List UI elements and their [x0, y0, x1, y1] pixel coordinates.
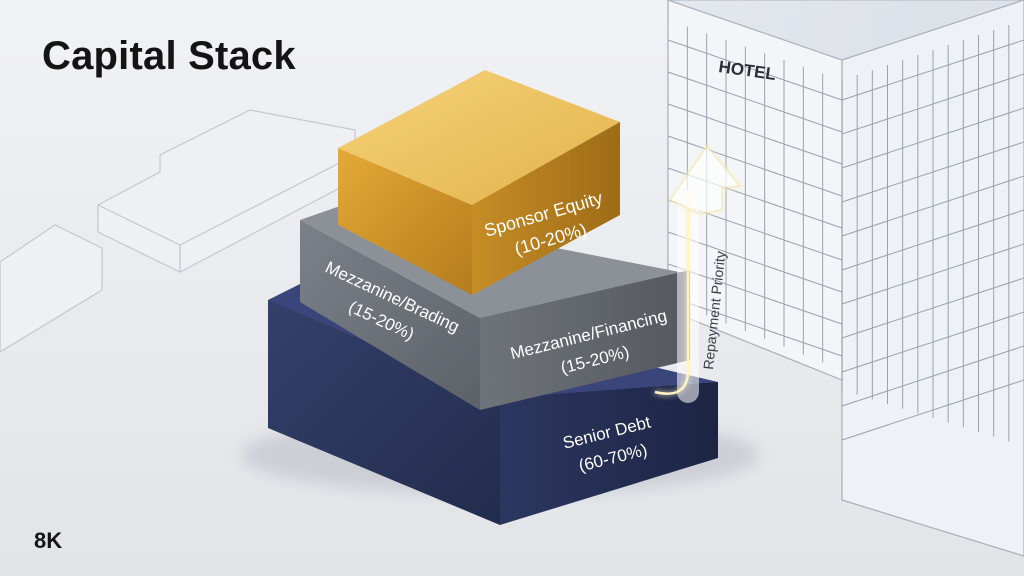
hotel-floor-line	[667, 71, 843, 133]
hotel-floor-line	[841, 141, 1024, 203]
page-title: Capital Stack	[42, 34, 296, 78]
hotel-floor-line	[841, 277, 1024, 339]
block-sponsor-equity	[338, 70, 620, 295]
resolution-badge: 8K	[34, 528, 63, 553]
background-buildings-left	[0, 109, 356, 353]
hotel-floor-line	[667, 39, 843, 101]
hotel-floor-line	[841, 73, 1024, 135]
hotel-floor-line	[841, 107, 1024, 169]
hotel-building	[667, 0, 1024, 557]
hotel-window-grid	[667, 25, 1024, 442]
hotel-floor-line	[667, 135, 843, 197]
hotel-floor-line	[841, 175, 1024, 237]
hotel-floor-line	[841, 39, 1024, 101]
hotel-floor-line	[841, 209, 1024, 271]
hotel-floor-line	[841, 311, 1024, 373]
hotel-floor-line	[667, 103, 843, 165]
hotel-floor-line	[841, 243, 1024, 305]
hotel-floor-line	[841, 379, 1024, 441]
hotel-floor-line	[841, 345, 1024, 407]
